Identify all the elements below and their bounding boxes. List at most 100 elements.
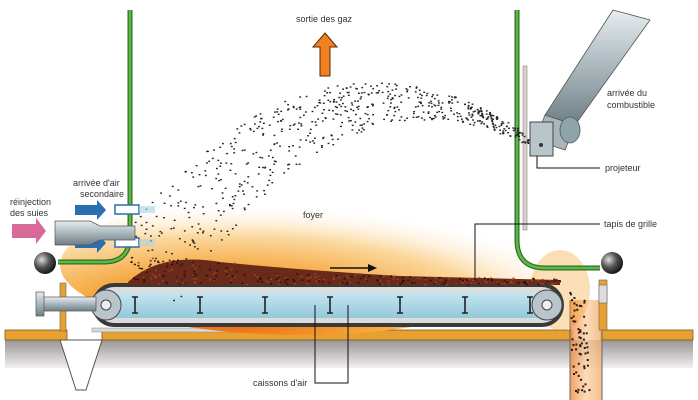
fuel-particle xyxy=(417,96,419,99)
fuel-particle xyxy=(273,163,276,165)
fuel-particle xyxy=(386,86,389,88)
fuel-particle xyxy=(233,148,235,150)
bed-particle xyxy=(149,263,152,266)
fuel-particle xyxy=(208,160,211,162)
fuel-particle xyxy=(464,103,466,106)
fuel-particle xyxy=(514,128,516,130)
ash-particle xyxy=(572,315,575,318)
fuel-particle xyxy=(527,141,529,143)
fuel-particle xyxy=(342,88,344,90)
fuel-particle xyxy=(177,282,179,284)
fuel-particle xyxy=(338,96,341,99)
bed-particle xyxy=(183,271,186,273)
fuel-particle xyxy=(329,91,331,94)
fuel-particle xyxy=(389,93,392,95)
fuel-particle xyxy=(198,174,201,176)
bed-particle xyxy=(177,259,179,262)
bed-particle xyxy=(181,263,184,265)
bed-particle xyxy=(462,282,465,284)
fuel-particle xyxy=(144,232,147,235)
fuel-particle xyxy=(179,200,182,202)
bed-particle xyxy=(143,278,146,281)
bed-particle xyxy=(387,283,390,285)
fuel-particle xyxy=(292,124,295,126)
fuel-particle xyxy=(204,170,207,172)
ash-particle xyxy=(573,302,576,305)
fuel-particle xyxy=(526,140,529,142)
ash-particle xyxy=(582,338,585,341)
fuel-particle xyxy=(372,87,374,90)
fuel-particle xyxy=(332,144,335,146)
fuel-particle xyxy=(489,114,492,116)
fuel-particle xyxy=(298,122,300,124)
fuel-particle xyxy=(288,146,291,148)
fuel-particle xyxy=(305,95,308,98)
fuel-particle xyxy=(358,92,360,94)
fuel-particle xyxy=(363,129,365,131)
fuel-particle xyxy=(371,122,374,125)
fuel-particle xyxy=(480,108,482,110)
bed-particle xyxy=(233,262,236,265)
fuel-particle xyxy=(251,186,254,188)
bed-particle xyxy=(217,262,220,265)
fuel-particle xyxy=(222,142,224,145)
fuel-particle xyxy=(347,91,350,94)
fuel-particle xyxy=(356,106,358,108)
bed-particle xyxy=(484,280,486,283)
fuel-particle xyxy=(381,82,383,84)
fuel-particle xyxy=(170,228,173,230)
spreader-box xyxy=(529,121,554,157)
bed-particle xyxy=(399,283,402,286)
fuel-particle xyxy=(314,137,316,139)
fuel-particle xyxy=(194,204,197,206)
fuel-particle xyxy=(370,92,373,94)
fuel-particle xyxy=(482,117,485,119)
fuel-particle xyxy=(192,240,195,242)
fuel-particle xyxy=(314,121,317,123)
fuel-particle xyxy=(234,141,237,144)
soot-reinjection-nozzle xyxy=(54,220,136,246)
bed-particle xyxy=(375,279,378,281)
bed-particle xyxy=(332,278,335,280)
fuel-particle xyxy=(292,145,294,147)
fuel-particle xyxy=(427,112,430,114)
fuel-particle xyxy=(311,140,314,142)
fuel-particle xyxy=(487,116,490,118)
fuel-particle xyxy=(393,106,396,109)
fuel-particle xyxy=(299,106,302,108)
bed-particle xyxy=(447,277,450,280)
fuel-particle xyxy=(271,182,274,184)
fuel-particle xyxy=(165,251,168,253)
fuel-particle xyxy=(323,109,325,111)
fuel-particle xyxy=(309,132,311,134)
fuel-particle xyxy=(459,115,462,118)
fuel-particle xyxy=(199,185,202,187)
fuel-particle xyxy=(415,87,418,89)
fuel-particle xyxy=(225,162,228,164)
fuel-particle xyxy=(406,117,408,119)
fuel-particle xyxy=(522,141,525,143)
bed-particle xyxy=(256,280,259,282)
ash-particle xyxy=(579,330,582,333)
air-box-dividers xyxy=(132,296,533,314)
fuel-particle xyxy=(298,146,301,148)
fuel-particle xyxy=(421,104,424,107)
fuel-particle xyxy=(220,239,223,241)
fuel-particle xyxy=(321,145,323,147)
fuel-particle xyxy=(349,86,352,88)
bed-particle xyxy=(408,276,411,278)
bed-particle xyxy=(424,284,427,286)
right-wall xyxy=(514,10,600,271)
fuel-particle xyxy=(244,208,246,211)
fuel-particle xyxy=(220,162,222,164)
bed-particle xyxy=(485,281,488,284)
bed-particle xyxy=(483,277,486,279)
bed-particle xyxy=(460,281,463,284)
fuel-particle xyxy=(451,96,453,98)
fuel-particle xyxy=(300,123,303,125)
bed-particle xyxy=(296,273,299,275)
fuel-particle xyxy=(485,110,488,112)
bed-particle xyxy=(333,276,336,278)
fuel-particle xyxy=(396,106,399,108)
bed-particle xyxy=(442,283,445,285)
